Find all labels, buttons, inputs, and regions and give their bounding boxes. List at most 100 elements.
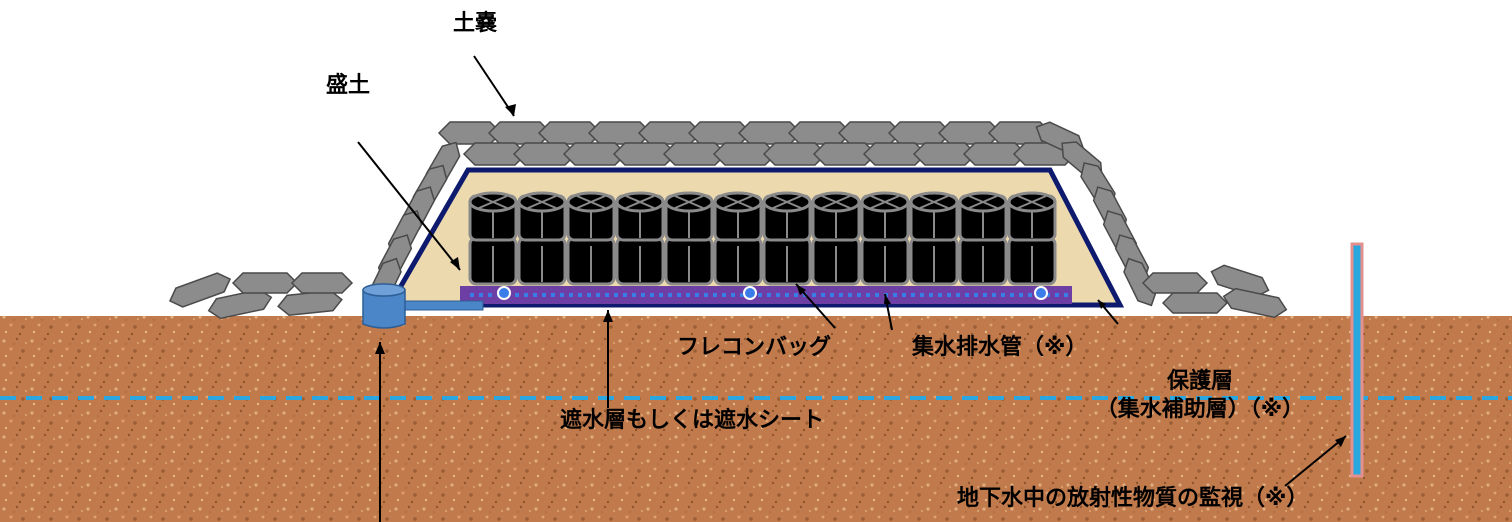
bag-strap — [968, 195, 998, 209]
drain-dot — [713, 293, 717, 297]
sandbag — [1222, 287, 1288, 319]
sandbag — [231, 272, 299, 294]
drain-dot — [938, 293, 942, 297]
drain-dot — [830, 293, 834, 297]
bag-strap — [723, 195, 753, 209]
drain-dot — [632, 293, 636, 297]
liner-outline — [385, 167, 1125, 308]
protective-layer-line2: （集水補助層）（※） — [1095, 396, 1305, 422]
monitoring-leader-head — [1335, 436, 1346, 447]
bag-strap — [478, 195, 508, 209]
drain-leader-head — [884, 294, 891, 304]
liner-label: 遮水層もしくは遮水シート — [560, 408, 825, 433]
bag-strap — [674, 195, 704, 209]
bag-strap — [772, 195, 802, 209]
drain-dot — [785, 293, 789, 297]
drain-dot — [1064, 293, 1068, 297]
flexible-container-bag — [468, 191, 518, 286]
drain-layer-dots — [470, 293, 1068, 297]
drain-dot — [983, 293, 987, 297]
flexible-container-bag — [1007, 191, 1057, 286]
drain-pipes — [497, 286, 1048, 300]
drain-dot — [560, 293, 564, 297]
drain-dot — [1010, 293, 1014, 297]
drain-dot — [1019, 293, 1023, 297]
drain-dot — [758, 293, 762, 297]
drain-dot — [866, 293, 870, 297]
drain-dot — [722, 293, 726, 297]
drain-dot — [812, 293, 816, 297]
drain-dot — [551, 293, 555, 297]
flexible-container-bag — [566, 191, 616, 286]
drain-dot — [605, 293, 609, 297]
drain-pipe-section — [743, 286, 757, 300]
drain-dot — [767, 293, 771, 297]
flexible-container-bag — [713, 191, 763, 286]
drain-dot — [839, 293, 843, 297]
bag-strap — [919, 195, 949, 209]
drain-dot — [821, 293, 825, 297]
drain-pipe-section — [497, 286, 511, 300]
drain-dot — [533, 293, 537, 297]
flexible-container-bag — [615, 191, 665, 286]
flexible-container-bag — [664, 191, 714, 286]
bag-strap — [625, 195, 655, 209]
drain-dot — [623, 293, 627, 297]
flexible-container-bag — [811, 191, 861, 286]
drain-dot — [920, 293, 924, 297]
sandbag — [277, 289, 343, 317]
liner-leader-head — [603, 310, 613, 322]
sandbag — [1123, 257, 1157, 307]
drain-dot — [542, 293, 546, 297]
flexible-container-label: フレコンバッグ — [677, 335, 832, 360]
drain-dot — [695, 293, 699, 297]
drain-dot — [848, 293, 852, 297]
drain-dot — [686, 293, 690, 297]
protective-leader-head — [1098, 300, 1106, 309]
drain-dot — [614, 293, 618, 297]
drain-dot — [659, 293, 663, 297]
groundwater-monitoring-label: 地下水中の放射性物質の監視（※） — [957, 486, 1309, 511]
drain-dot — [704, 293, 708, 297]
catch-basin-top — [362, 283, 406, 297]
bag-strap — [821, 195, 851, 209]
drain-dot — [587, 293, 591, 297]
drain-dot — [857, 293, 861, 297]
drain-pipe-section — [1034, 286, 1048, 300]
drain-dot — [677, 293, 681, 297]
drain-dot — [992, 293, 996, 297]
bag-strap — [1017, 195, 1047, 209]
outlet-pipe — [394, 300, 484, 311]
catch-basin-leader-head — [375, 342, 385, 354]
embankment-leader — [357, 141, 461, 271]
drain-dot — [515, 293, 519, 297]
drain-dot — [911, 293, 915, 297]
drain-dot — [668, 293, 672, 297]
drain-dot — [578, 293, 582, 297]
sandbag-label: 土嚢 — [453, 11, 498, 36]
protective-layer-line1: 保護層 — [1166, 369, 1233, 394]
flexible-container-bag — [958, 191, 1008, 286]
drain-dot — [974, 293, 978, 297]
flexible-container-bag — [517, 191, 567, 286]
drain-dot — [479, 293, 483, 297]
container-leader-head — [796, 284, 806, 295]
drain-dot — [947, 293, 951, 297]
bag-strap — [527, 195, 557, 209]
drain-pipe-label: 集水排水管（※） — [912, 335, 1088, 360]
drain-dot — [650, 293, 654, 297]
sandbag-leader — [473, 55, 515, 117]
drain-dot — [740, 293, 744, 297]
sandbags — [168, 121, 1288, 320]
bag-strap — [870, 195, 900, 209]
drain-dot — [641, 293, 645, 297]
drain-dot — [488, 293, 492, 297]
sandbag — [207, 288, 273, 320]
catch-basin — [362, 289, 406, 329]
drain-dot — [1046, 293, 1050, 297]
sandbag — [1210, 264, 1270, 298]
drain-dot — [1001, 293, 1005, 297]
drain-dot — [596, 293, 600, 297]
